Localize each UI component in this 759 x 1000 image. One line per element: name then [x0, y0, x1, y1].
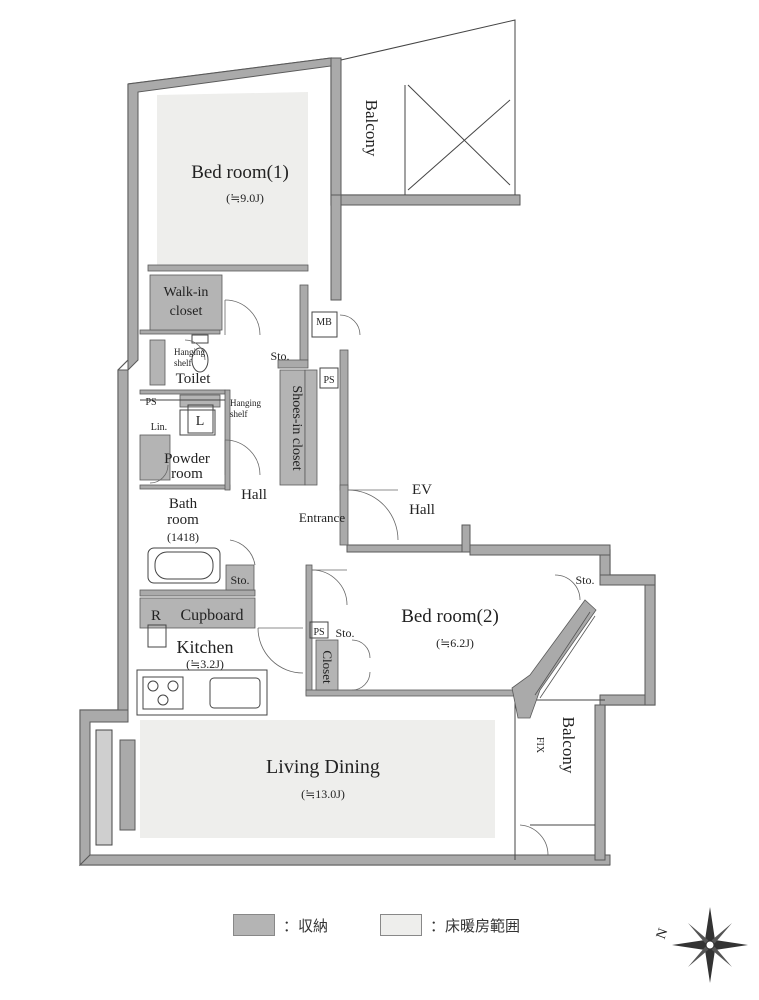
legend-heating: ：床暖房範囲 — [380, 912, 520, 938]
shoes-in-closet-label: Shoes-in closet — [289, 385, 304, 470]
hanging-shelf-2b: shelf — [230, 409, 248, 419]
hanging-shelf-1a: Hanging — [174, 347, 205, 357]
fixtures — [95, 311, 339, 846]
fix-label: FIX — [534, 737, 545, 754]
cupboard-storage — [139, 597, 256, 629]
sto-bed2-label: Sto. — [335, 626, 354, 640]
compass-north-label: N — [654, 926, 672, 941]
compass-icon: N — [654, 907, 748, 983]
mb-label: MB — [316, 317, 332, 328]
living-heating-zone — [140, 720, 495, 838]
legend-storage-label: ：収納 — [283, 916, 329, 935]
balcony-right-rail — [514, 699, 605, 860]
toilet-label: Toilet — [176, 371, 212, 387]
closet-label: Closet — [320, 650, 335, 684]
cupboard-label: Cupboard — [180, 607, 243, 624]
balcony-window — [534, 611, 596, 699]
ps-box-shoes — [319, 367, 339, 389]
door-swings — [149, 299, 581, 856]
sto-corner-label: Sto. — [575, 573, 594, 587]
bathtub — [147, 547, 221, 584]
bedroom1-name: Bed room(1) — [191, 162, 289, 183]
living-name: Living Dining — [266, 756, 380, 778]
ev-hall-label-1: EV — [412, 482, 432, 498]
ps-shoes-label: PS — [323, 375, 334, 386]
ev-hall-label-2: Hall — [409, 502, 435, 518]
bath-room-label-1: Bath — [169, 496, 198, 512]
bath-room-label-2: room — [167, 512, 199, 528]
r-mark: R — [151, 608, 161, 624]
walkin-closet-storage — [149, 274, 223, 331]
toilet-storage — [149, 339, 166, 386]
legend-storage-swatch — [233, 914, 275, 936]
kitchen-sto-storage — [225, 564, 255, 591]
shelf-storage — [179, 394, 221, 408]
sto-top-label: Sto. — [270, 349, 289, 363]
balcony-top-rail — [340, 19, 516, 195]
bed2-closet-storage — [315, 639, 339, 691]
bedroom2-size: (≒6.2J) — [436, 636, 474, 650]
living-size: (≒13.0J) — [301, 787, 345, 801]
hanging-shelf-1b: shelf — [174, 358, 192, 368]
powder-room-label-1: Powder — [164, 451, 210, 467]
sto-kitchen-label: Sto. — [230, 573, 249, 587]
stove — [142, 676, 184, 710]
legend-storage: ：収納 — [233, 912, 328, 938]
toilet-bowl — [191, 347, 209, 373]
bedroom2-name: Bed room(2) — [401, 606, 499, 627]
walkin-closet-label-1: Walk-in — [164, 285, 209, 300]
lin-storage — [139, 434, 171, 481]
kitchen-size: (≒3.2J) — [186, 657, 224, 671]
closet-right-storage — [304, 369, 318, 486]
ps-box-bed2 — [309, 621, 329, 639]
lin-label: Lin. — [151, 422, 167, 433]
bath-room-size: (1418) — [167, 530, 199, 544]
storage-areas — [139, 274, 339, 691]
bedroom1-heating-zone — [157, 92, 308, 265]
shoes-closet-storage — [279, 369, 306, 486]
powder-room-label-2: room — [171, 466, 203, 482]
l-mark: L — [196, 414, 205, 429]
legend-heating-label: ：床暖房範囲 — [430, 916, 521, 935]
kitchen-name: Kitchen — [177, 637, 234, 657]
bedroom1-size: (≒9.0J) — [226, 191, 264, 205]
ps-box-top — [311, 311, 338, 338]
hanging-shelf-2a: Hanging — [230, 398, 261, 408]
entrance-label: Entrance — [299, 510, 345, 525]
hall-label: Hall — [241, 487, 267, 503]
walkin-closet-label-2: closet — [170, 304, 203, 319]
kitchen-counter — [136, 669, 268, 716]
ps-left-label: PS — [145, 397, 156, 408]
exterior-walls-fill — [78, 57, 656, 867]
sink — [209, 677, 261, 709]
ps-bed2-label: PS — [313, 627, 324, 638]
balcony-top-label: Balcony — [362, 100, 381, 157]
legend-heating-swatch — [380, 914, 422, 936]
washbasin — [179, 409, 216, 436]
balcony-right-label: Balcony — [559, 717, 578, 774]
